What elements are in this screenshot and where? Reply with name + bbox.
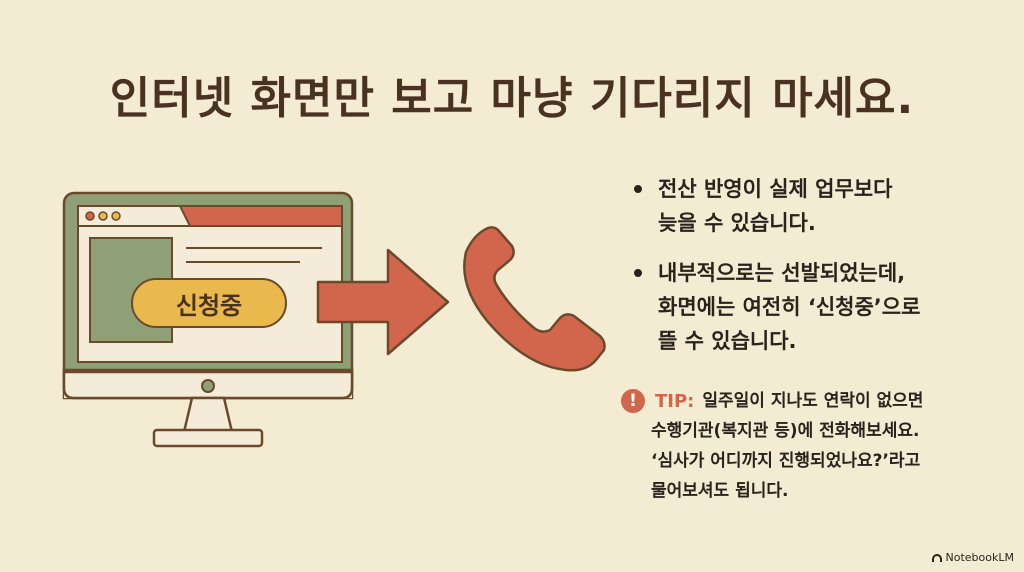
status-badge: 신청중 [131,278,287,328]
brand-label: NotebookLM [945,551,1014,564]
bullet-line: 뜰 수 있습니다. [658,329,797,353]
list-item: 내부적으로는 선발되었는데, 화면에는 여전히 ‘신청중’으로 뜰 수 있습니다… [634,256,1014,358]
bullet-line: 화면에는 여전히 ‘신청중’으로 [658,295,921,319]
tip-line: 일주일이 지나도 연락이 없으면 [702,391,924,411]
tip-header: ! TIP: 일주일이 지나도 연락이 없으면 [621,386,1021,416]
bullet-text: 전산 반영이 실제 업무보다 늦을 수 있습니다. [658,172,892,240]
tip-box: ! TIP: 일주일이 지나도 연락이 없으면 수행기관(복지관 등)에 전화해… [621,386,1021,506]
bullet-list: 전산 반영이 실제 업무보다 늦을 수 있습니다. 내부적으로는 선발되었는데,… [634,172,1014,374]
page-title: 인터넷 화면만 보고 마냥 기다리지 마세요. [109,73,915,124]
list-item: 전산 반영이 실제 업무보다 늦을 수 있습니다. [634,172,1014,240]
arrow-right-icon [316,248,450,356]
monitor-icon [62,191,354,448]
bullet-dot [634,269,642,277]
tip-body: 수행기관(복지관 등)에 전화해보세요. ‘심사가 어디까지 진행되었나요?’라… [621,416,1021,506]
tip-line: ‘심사가 어디까지 진행되었나요?’라고 [651,451,921,471]
bullet-dot [634,185,642,193]
brand-watermark: NotebookLM [931,551,1014,564]
bullet-line: 전산 반영이 실제 업무보다 [658,177,893,201]
bullet-line: 내부적으로는 선발되었는데, [658,261,906,285]
bullet-text: 내부적으로는 선발되었는데, 화면에는 여전히 ‘신청중’으로 뜰 수 있습니다… [658,256,920,358]
bullet-line: 늦을 수 있습니다. [658,211,816,235]
notebooklm-icon [931,553,942,562]
tip-line: 수행기관(복지관 등)에 전화해보세요. [651,421,920,441]
phone-icon [463,226,606,372]
exclamation-icon: ! [621,389,645,413]
tip-line: 물어보셔도 됩니다. [651,481,789,501]
tip-label: TIP: [655,390,695,412]
